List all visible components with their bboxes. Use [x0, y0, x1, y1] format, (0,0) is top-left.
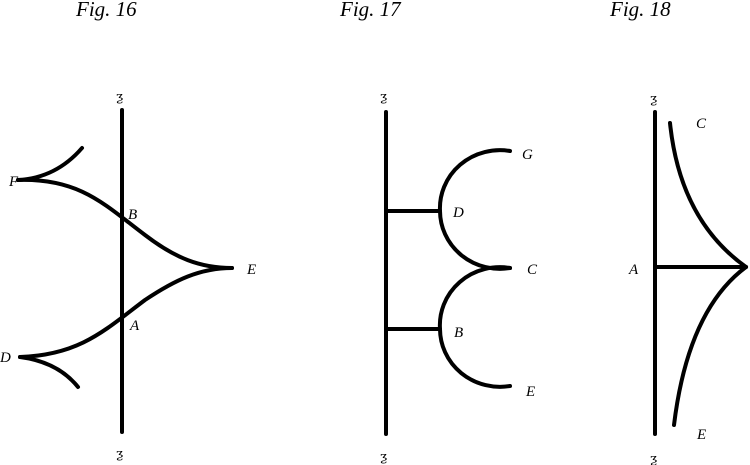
fig18-axis-bottom-mark: ƺ [650, 452, 657, 465]
fig16-label-b: B [128, 207, 137, 223]
fig17-label-d: D [452, 205, 464, 221]
fig16-axis-top-mark: ƺ [116, 90, 123, 105]
figure-16-caption: Fig. 16 [75, 0, 137, 21]
fig17-lower-semicircle [437, 265, 512, 389]
fig17-axis-top-mark: ƺ [380, 90, 387, 105]
fig17-upper-semicircle [437, 148, 512, 271]
fig16-label-f: F [8, 174, 19, 190]
fig16-label-a: A [129, 318, 140, 334]
fig18-label-a: A [628, 262, 639, 278]
figure-18-caption: Fig. 18 [609, 0, 671, 21]
figure-18: Fig. 18 ƺ ƺ C A E [609, 0, 748, 465]
fig16-curve-fbe [16, 177, 234, 270]
fig18-label-e: E [696, 427, 706, 443]
fig17-label-b: B [454, 325, 463, 341]
fig18-upper-curve [668, 121, 748, 269]
figure-17-caption: Fig. 17 [339, 0, 402, 21]
fig16-label-d: D [0, 350, 11, 366]
fig17-label-g: G [522, 147, 533, 163]
fig16-lower-cusp-branch [18, 355, 80, 389]
fig17-axis-bottom-mark: ƺ [380, 450, 387, 465]
fig16-label-e: E [246, 262, 256, 278]
fig17-label-e: E [525, 384, 535, 400]
figure-17: Fig. 17 ƺ ƺ G D C B E [339, 0, 538, 465]
fig16-axis-bottom-mark: ƺ [116, 447, 123, 462]
fig18-axis-top-mark: ƺ [650, 92, 657, 107]
fig18-lower-curve [672, 265, 748, 427]
fig17-label-c: C [527, 262, 538, 278]
fig16-curve-eab [18, 266, 234, 359]
fig16-upper-cusp-branch [16, 146, 84, 182]
figure-16: Fig. 16 ƺ ƺ F B E A D [0, 0, 256, 462]
fig18-label-c: C [696, 116, 707, 132]
